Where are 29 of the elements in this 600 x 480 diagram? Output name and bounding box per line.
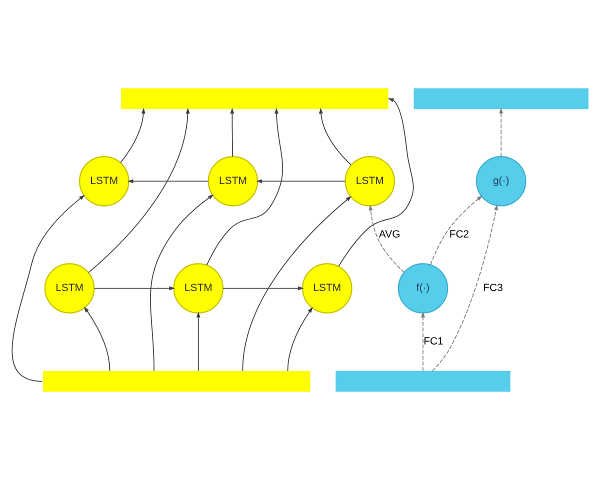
arrow	[12, 194, 85, 382]
node-circle: LSTM	[173, 263, 224, 314]
arrow	[127, 179, 209, 184]
edge-label: FC3	[483, 283, 503, 294]
arrow	[368, 204, 405, 273]
arrow	[88, 108, 190, 274]
node-circle: f(·)	[398, 263, 448, 314]
arrow	[150, 194, 214, 372]
arrow	[196, 312, 200, 372]
arrow	[338, 98, 414, 267]
arrow	[420, 312, 426, 372]
arrow	[120, 108, 146, 163]
arrow	[499, 108, 504, 158]
arrow	[84, 306, 110, 372]
arrow	[94, 286, 176, 290]
arrow	[230, 108, 234, 158]
arrow	[242, 196, 352, 372]
node-bar	[414, 88, 588, 110]
arrow	[430, 195, 483, 266]
edge-label: FC2	[449, 230, 470, 241]
arrow	[222, 286, 304, 290]
node-bar	[336, 370, 510, 392]
arrow	[206, 108, 284, 266]
edge-label: AVG	[378, 230, 400, 241]
arrow	[318, 108, 352, 166]
arrow	[256, 179, 346, 184]
edge-label: FC1	[424, 336, 444, 348]
arrow	[432, 204, 498, 372]
arrow	[287, 306, 313, 372]
